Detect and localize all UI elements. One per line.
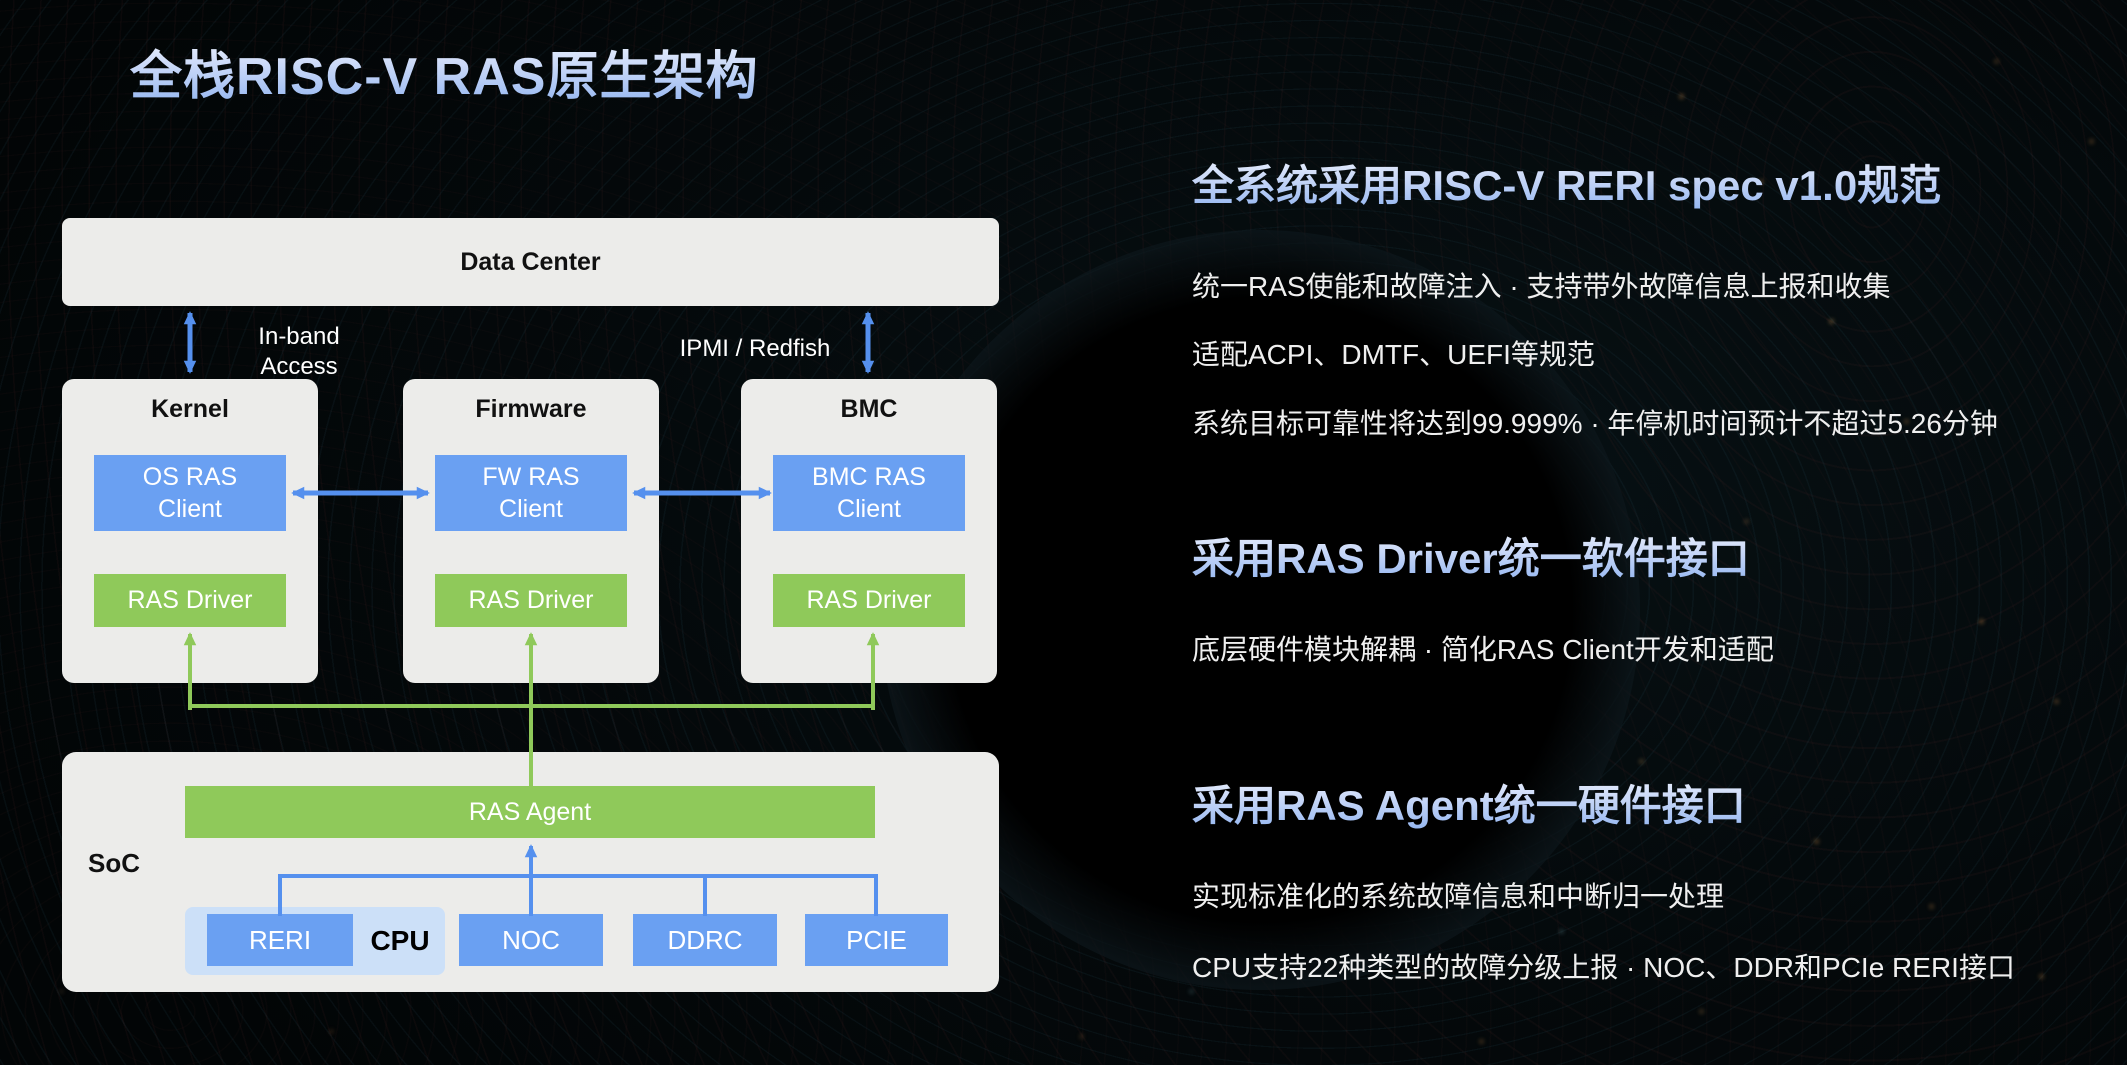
background-star-dots [0, 0, 3, 3]
firmware-label: Firmware [475, 395, 587, 423]
section-2-heading: 采用RAS Driver统一软件接口 [1192, 525, 1750, 586]
kernel-stack-box: Kernel OS RAS Client RAS Driver [62, 379, 318, 683]
section-3-bullet-2: CPU支持22种类型的故障分级上报 · NOC、DDR和PCIe RERI接口 [1192, 952, 2015, 983]
soc-label: SoC [88, 848, 140, 878]
data-center-box: Data Center [62, 218, 999, 306]
bmc-ras-client-box: BMC RAS Client [773, 455, 965, 531]
firmware-ras-driver-box: RAS Driver [435, 574, 627, 627]
in-band-access-label: In-band Access [258, 323, 340, 380]
bmc-stack-box: BMC BMC RAS Client RAS Driver [741, 379, 997, 683]
fw-ras-client-box: FW RAS Client [435, 455, 627, 531]
noc-box: NOC [459, 914, 603, 966]
firmware-stack-box: Firmware FW RAS Client RAS Driver [403, 379, 659, 683]
cpu-group-box: RERI CPU [185, 907, 445, 975]
soc-box: SoC RAS Agent RERI CPU NOC DDRC PCIE [62, 752, 999, 992]
cpu-label: CPU [370, 925, 430, 956]
section-3-heading: 采用RAS Agent统一硬件接口 [1192, 772, 1746, 833]
ipmi-redfish-label: IPMI / Redfish [679, 335, 831, 362]
reri-box: RERI [207, 914, 353, 966]
section-1-heading: 全系统采用RISC-V RERI spec v1.0规范 [1192, 152, 1941, 213]
section-1-bullet-3: 系统目标可靠性将达到99.999% · 年停机时间预计不超过5.26分钟 [1192, 408, 1998, 439]
ras-agent-bar: RAS Agent [185, 786, 875, 838]
section-1-bullet-1: 统一RAS使能和故障注入 · 支持带外故障信息上报和收集 [1192, 271, 1891, 302]
kernel-ras-driver-box: RAS Driver [94, 574, 286, 627]
bmc-label: BMC [840, 395, 898, 423]
section-3-bullet-1: 实现标准化的系统故障信息和中断归一处理 [1192, 881, 1725, 912]
kernel-label: Kernel [151, 395, 229, 423]
os-ras-client-box: OS RAS Client [94, 455, 286, 531]
ddrc-box: DDRC [633, 914, 777, 966]
section-2-bullet-1: 底层硬件模块解耦 · 简化RAS Client开发和适配 [1192, 634, 1774, 665]
bmc-ras-driver-box: RAS Driver [773, 574, 965, 627]
background-sphere [880, 230, 1640, 990]
slide-title: 全栈RISC-V RAS原生架构 [130, 34, 758, 109]
pcie-box: PCIE [805, 914, 948, 966]
data-center-label: Data Center [460, 247, 601, 276]
section-1-bullet-2: 适配ACPI、DMTF、UEFI等规范 [1192, 339, 1595, 370]
